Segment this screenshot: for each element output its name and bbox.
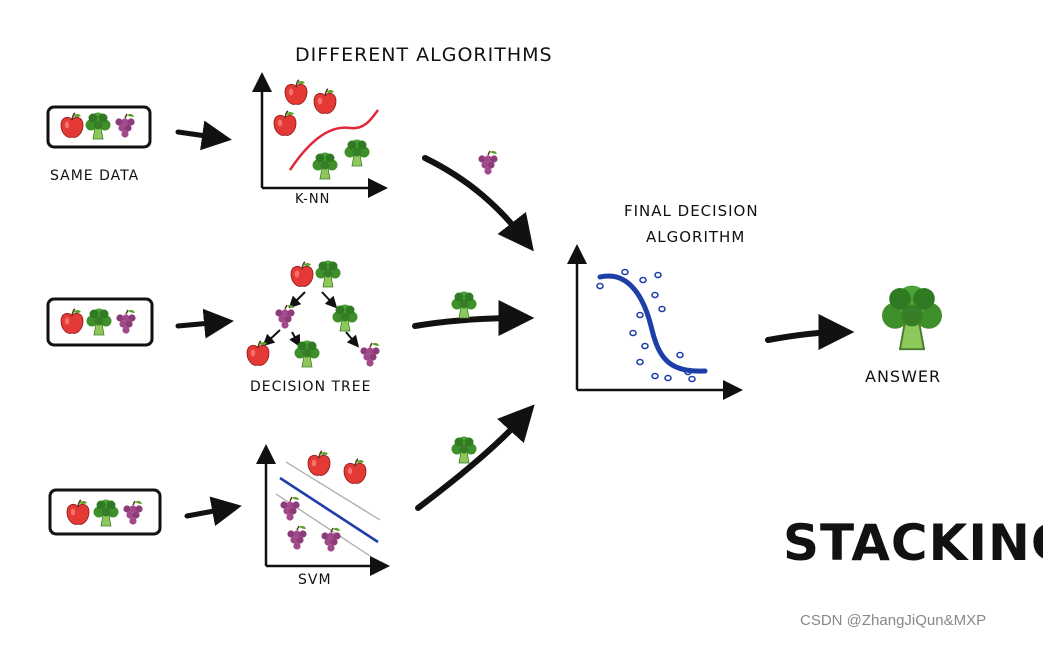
arrow-data-to-svm [184,496,242,527]
knn-label: K-NN [295,192,331,207]
decision-tree [246,260,381,368]
svm-output-broccoli-icon [451,436,477,464]
broccoli-icon [85,112,111,140]
grape-icon [286,525,308,551]
answer-broccoli-icon [880,284,944,351]
grape-icon [279,496,301,522]
broccoli-icon [332,304,358,332]
knn-output-grape-icon [477,150,499,176]
final-decision-plot [567,244,743,400]
decision-tree-label: DECISION TREE [250,379,372,395]
apple-icon [313,88,337,115]
answer-label: ANSWER [865,367,942,386]
final-sigmoid-curve [597,273,708,374]
apple-icon [60,112,84,139]
arrow-tree-to-final [412,300,535,337]
broccoli-icon [315,260,341,288]
broccoli-icon [344,139,370,167]
apple-icon [66,499,90,526]
final-data-points [596,268,696,383]
apple-icon [343,458,367,485]
grape-icon [320,527,342,553]
arrow-data-to-knn [175,120,232,151]
apple-icon [290,261,314,288]
grape-icon [359,342,381,368]
watermark: CSDN @ZhangJiQun&MXP [800,612,987,629]
arrow-final-to-answer [765,314,855,351]
arrow-svm-to-final [415,404,535,511]
same-data-label: SAME DATA [50,168,140,184]
method-title: STACKING [783,514,1043,572]
broccoli-icon [86,308,112,336]
broccoli-icon [312,152,338,180]
apple-icon [273,110,297,137]
apple-icon [60,308,84,335]
data-box-2 [46,297,154,347]
data-box-3 [48,488,162,536]
knn-plot [252,72,388,198]
grape-icon [274,304,296,330]
arrow-knn-to-final [422,155,534,252]
apple-icon [284,79,308,106]
final-decision-label-line2: ALGORITHM [646,228,746,246]
knn-boundary-curve [288,109,380,171]
svm-plot [256,444,390,576]
tree-output-broccoli-icon [451,291,477,319]
broccoli-icon [93,499,119,527]
grape-icon [115,309,137,335]
svm-label: SVM [298,572,332,588]
apple-icon [246,340,270,367]
grape-icon [122,500,144,526]
apple-icon [307,450,331,477]
data-box-1 [46,105,152,149]
broccoli-icon [294,340,320,368]
arrow-data-to-tree [175,308,234,339]
svm-hyperplane [279,476,379,544]
final-decision-label-line1: FINAL DECISION [624,202,759,220]
grape-icon [114,113,136,139]
diagram-title: DIFFERENT ALGORITHMS [295,44,553,66]
